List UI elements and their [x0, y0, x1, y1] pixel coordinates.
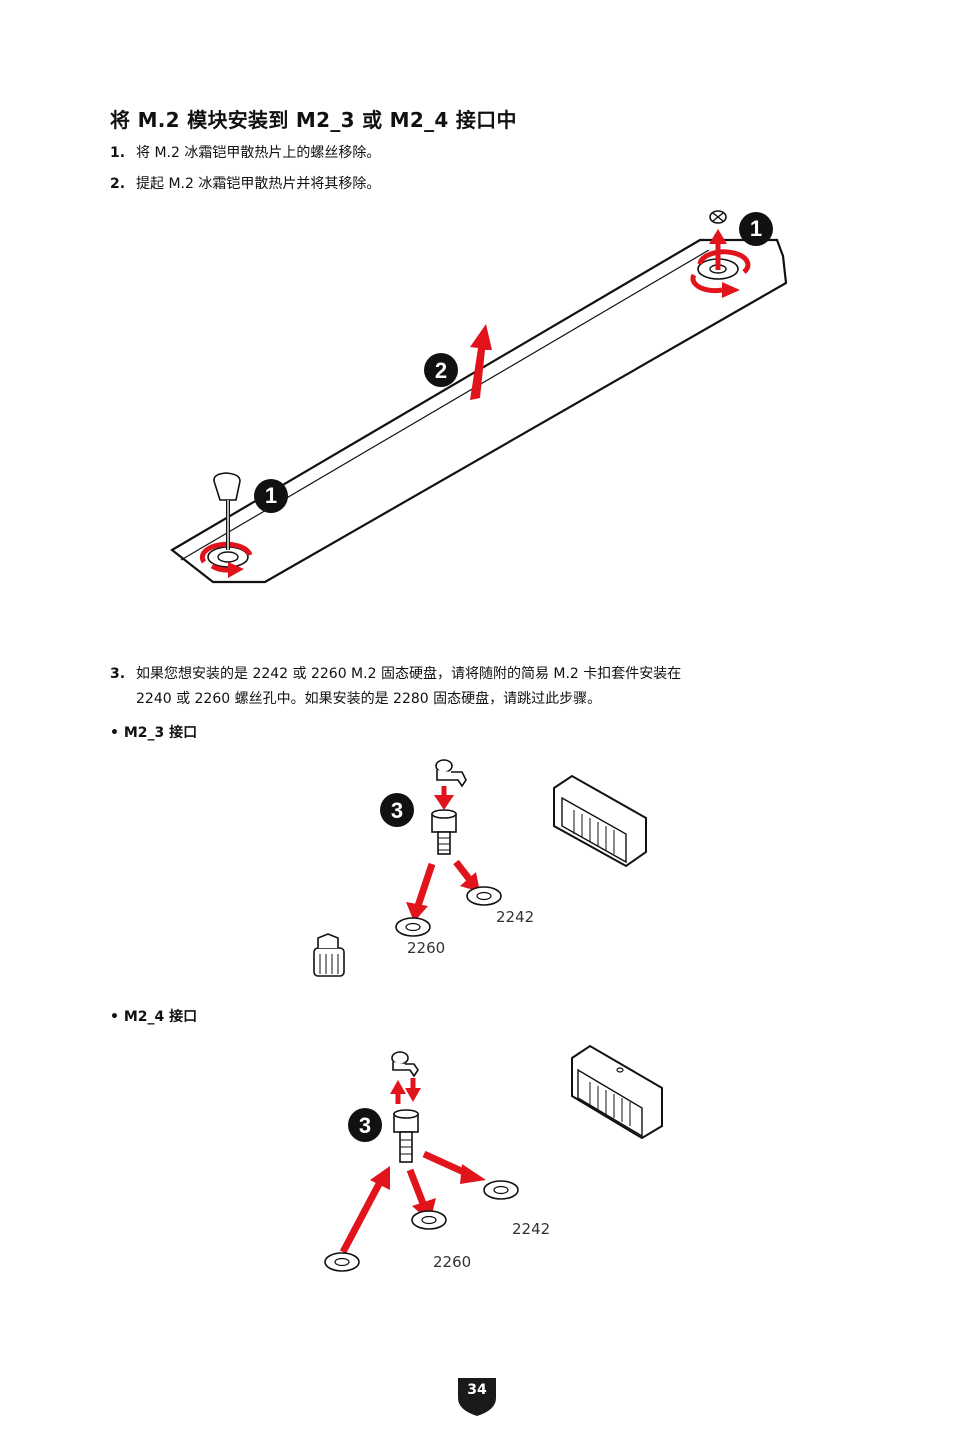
lift-arrow-icon [470, 324, 492, 400]
m2-connector-icon [571, 1044, 663, 1140]
standoff-icon [431, 809, 457, 855]
heatsink-outline [170, 238, 788, 584]
step-1: 1. 将 M.2 冰霜铠甲散热片上的螺丝移除。 [110, 141, 870, 166]
standoff-icon [393, 1109, 419, 1163]
step-number: 1. [110, 145, 126, 161]
page-title: 将 M.2 模块安装到 M2_3 或 M2_4 接口中 [110, 108, 517, 132]
arrow-down-icon [434, 786, 454, 810]
arrow-to-2242-icon [422, 1150, 486, 1184]
label-2260: 2260 [433, 1253, 472, 1271]
step-number: 2. [110, 176, 126, 192]
callout-2: 2 [424, 353, 458, 387]
arrow-to-2260-icon [406, 862, 436, 922]
hole-2260 [411, 1210, 447, 1230]
screwdriver-icon [213, 472, 241, 550]
arrow-to-2242-icon [453, 859, 480, 892]
arrow-up-icon [709, 229, 727, 270]
installed-clip-icon [313, 933, 345, 977]
label-2242: 2242 [512, 1220, 551, 1238]
step-2: 2. 提起 M.2 冰霜铠甲散热片并将其移除。 [110, 172, 870, 197]
step-text-line-1: 如果您想安装的是 2242 或 2260 M.2 固态硬盘，请将随附的简易 M.… [136, 666, 682, 682]
step-number: 3. [110, 666, 126, 682]
label-2260: 2260 [407, 939, 446, 957]
m2-4-diagram: 3 [324, 1044, 663, 1272]
svg-text:1: 1 [750, 216, 762, 241]
hole-2240 [324, 1252, 360, 1272]
step-3: 3. 如果您想安装的是 2242 或 2260 M.2 固态硬盘，请将随附的简易 … [110, 662, 870, 712]
callout-1-upper: 1 [739, 212, 773, 246]
hole-2242 [483, 1180, 519, 1200]
svg-text:2: 2 [435, 358, 447, 383]
section-m2-4-heading: • M2_4 接口 [110, 1009, 198, 1025]
callout-1-lower: 1 [254, 479, 288, 513]
step-text: 将 M.2 冰霜铠甲散热片上的螺丝移除。 [136, 145, 381, 161]
callout-3: 3 [380, 793, 414, 827]
arrow-to-2240-icon [339, 1166, 390, 1254]
screw-removed-icon [709, 210, 727, 224]
hole-2260 [395, 917, 431, 937]
m2-3-diagram: 3 [313, 759, 647, 977]
m2-connector-icon [553, 774, 647, 868]
section-m2-3-heading: • M2_3 接口 [110, 725, 198, 741]
svg-text:3: 3 [391, 798, 403, 823]
step-text-line-2: 2240 或 2260 螺丝孔中。如果安装的是 2280 固态硬盘，请跳过此步骤… [136, 691, 602, 707]
arrow-down-icon [405, 1078, 421, 1102]
hole-2242 [466, 886, 502, 906]
screw-hole-left [199, 541, 253, 578]
label-2242: 2242 [496, 908, 535, 926]
clip-icon [391, 1051, 419, 1078]
page-number: 34 [467, 1382, 487, 1398]
page-number-badge [458, 1378, 496, 1416]
arrow-up-icon [390, 1080, 406, 1104]
heatsink-removal-diagram: 1 1 2 [170, 210, 788, 584]
svg-text:1: 1 [265, 483, 277, 508]
callout-3: 3 [348, 1108, 382, 1142]
svg-text:3: 3 [359, 1113, 371, 1138]
step-text: 提起 M.2 冰霜铠甲散热片并将其移除。 [136, 176, 381, 192]
clip-icon [435, 759, 467, 788]
